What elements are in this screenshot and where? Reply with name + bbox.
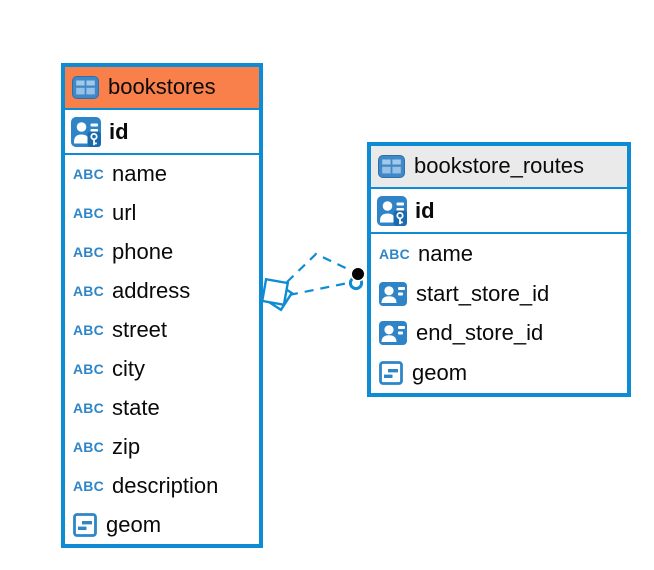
- column-name: geom: [412, 360, 468, 386]
- column-row-city[interactable]: ABC city: [65, 349, 259, 389]
- column-row-geom[interactable]: geom: [65, 505, 259, 545]
- geometry-icon: [73, 512, 97, 537]
- table-header-bookstores[interactable]: bookstores: [65, 67, 259, 110]
- text-icon: ABC: [73, 321, 104, 339]
- text-icon: ABC: [73, 166, 104, 183]
- column-row-address[interactable]: ABC address: [65, 271, 259, 311]
- foreign-key-icon: [379, 321, 407, 346]
- relationship-line[interactable]: [288, 281, 349, 297]
- primary-key-icon: [377, 195, 407, 226]
- text-icon: ABC: [73, 438, 104, 455]
- column-name: url: [112, 200, 137, 226]
- column-name: start_store_id: [416, 280, 550, 306]
- column-row-description[interactable]: ABC description: [65, 466, 259, 506]
- text-icon: ABC: [73, 477, 104, 494]
- column-name: state: [112, 394, 160, 420]
- column-name: name: [112, 161, 168, 187]
- column-row-name[interactable]: ABC name: [371, 234, 627, 274]
- text-icon: ABC: [73, 244, 104, 261]
- column-name: name: [418, 240, 474, 266]
- text-icon: ABC: [73, 205, 104, 222]
- primary-key-icon: [71, 116, 101, 147]
- geometry-icon: [379, 361, 403, 386]
- relationship-line[interactable]: [286, 252, 353, 283]
- column-name: city: [112, 355, 145, 381]
- column-row-street[interactable]: ABC street: [65, 310, 259, 350]
- column-row-zip[interactable]: ABC zip: [65, 427, 259, 467]
- column-name: address: [112, 278, 191, 304]
- column-row-id[interactable]: id: [371, 189, 627, 234]
- column-row-geom[interactable]: geom: [371, 353, 627, 393]
- column-row-state[interactable]: ABC state: [65, 388, 259, 428]
- column-row-id[interactable]: id: [65, 110, 259, 155]
- column-row-name[interactable]: ABC name: [65, 155, 259, 194]
- column-name: id: [415, 197, 435, 223]
- column-name: geom: [106, 511, 162, 537]
- text-icon: ABC: [73, 360, 104, 378]
- table-header-bookstore-routes[interactable]: bookstore_routes: [371, 146, 627, 189]
- text-icon: ABC: [73, 283, 104, 300]
- relationship-dot-endpoint[interactable]: [348, 266, 366, 291]
- relationship-diamond-endpoint[interactable]: [260, 277, 294, 312]
- column-name: end_store_id: [416, 320, 544, 346]
- text-icon: ABC: [379, 245, 410, 263]
- column-row-url[interactable]: ABC url: [65, 193, 259, 233]
- column-row-end_store_id[interactable]: end_store_id: [371, 313, 627, 354]
- column-name: description: [112, 472, 219, 498]
- column-row-phone[interactable]: ABC phone: [65, 232, 259, 272]
- column-name: phone: [112, 239, 174, 265]
- table-icon: [72, 76, 99, 99]
- text-icon: ABC: [73, 399, 104, 417]
- column-row-start_store_id[interactable]: start_store_id: [371, 273, 627, 314]
- foreign-key-icon: [379, 281, 407, 306]
- column-name: id: [109, 118, 129, 144]
- column-name: street: [112, 317, 168, 343]
- table-icon: [378, 155, 405, 178]
- table-title: bookstores: [108, 74, 216, 99]
- table-title: bookstore_routes: [414, 153, 584, 178]
- column-name: zip: [112, 433, 141, 459]
